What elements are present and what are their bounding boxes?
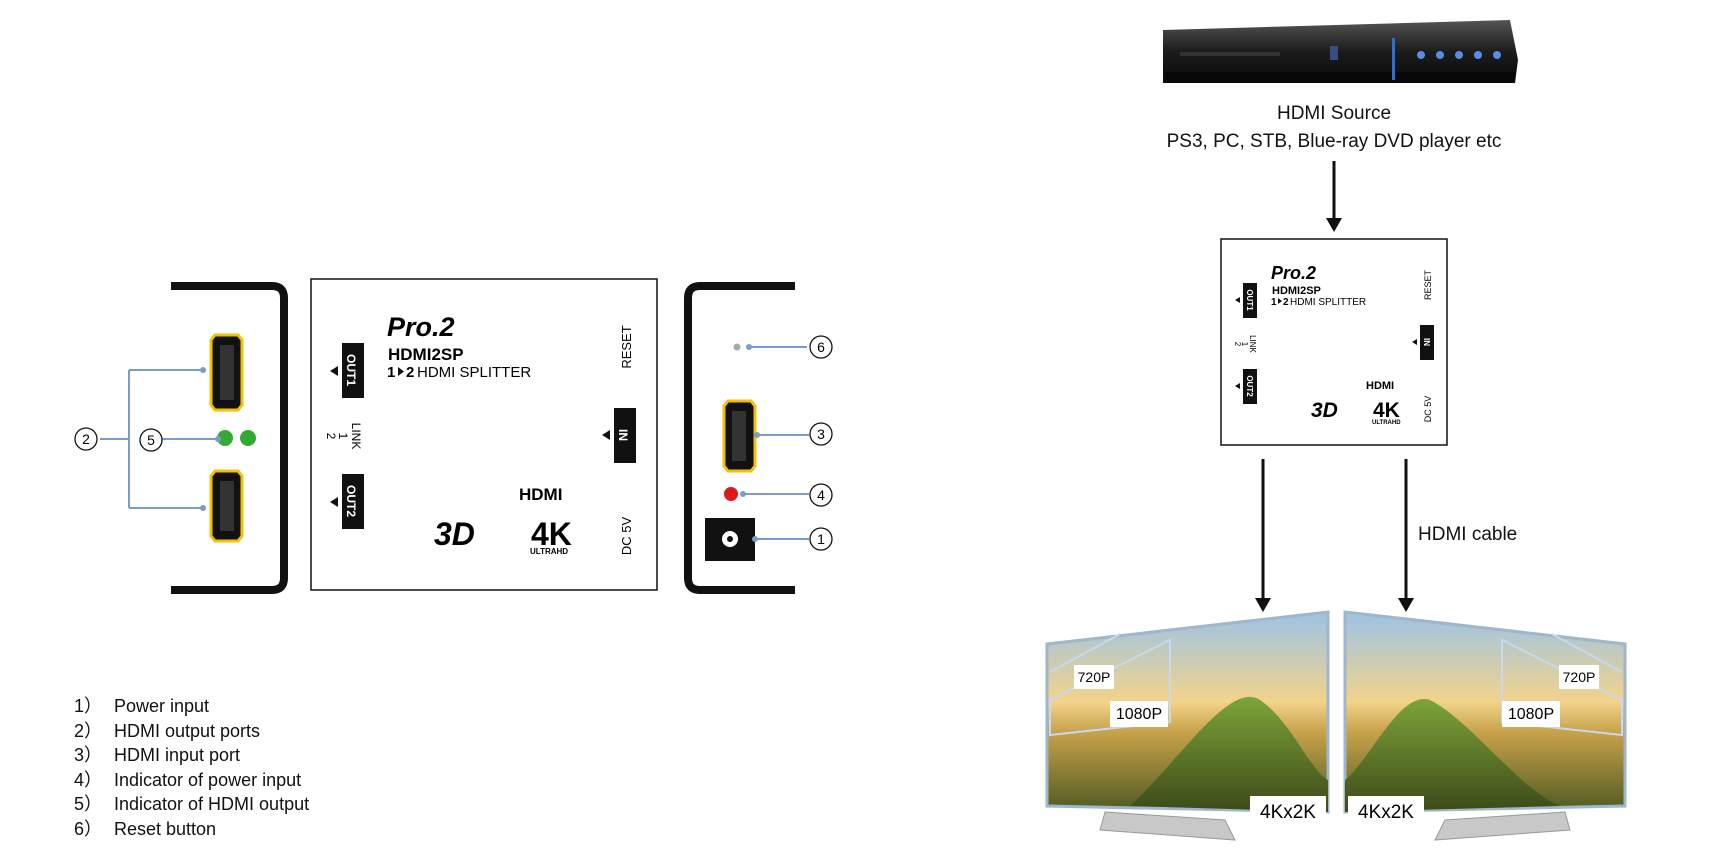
power-led <box>724 487 738 501</box>
callout-2: 2 <box>74 427 98 451</box>
svg-text:1: 1 <box>1240 342 1249 347</box>
source-examples: PS3, PC, STB, Blue-ray DVD player etc <box>1166 131 1502 152</box>
svg-text:HDMI: HDMI <box>1366 380 1394 392</box>
link-led-2 <box>240 430 256 446</box>
callout-4: 4 <box>809 483 833 507</box>
rear-side-panel: 6 3 4 1 <box>684 282 833 594</box>
logo-4k: 4K <box>531 516 572 552</box>
legend-item: 2）HDMI output ports <box>74 720 261 741</box>
dc-power-jack <box>705 518 755 561</box>
svg-text:RESET: RESET <box>1423 269 1433 300</box>
svg-text:2: 2 <box>1233 342 1242 347</box>
model-name: HDMI2SP <box>388 345 464 364</box>
svg-text:2: 2 <box>324 433 338 440</box>
tv-left: 720P 1080P 4Kx2K <box>1045 610 1330 841</box>
legend-list: 1）Power input 2）HDMI output ports 3）HDMI… <box>74 694 309 841</box>
legend-item: 4）Indicator of power input <box>74 769 302 790</box>
callout-3: 3 <box>809 422 833 446</box>
svg-text:HDMI SPLITTER: HDMI SPLITTER <box>417 364 531 381</box>
splitter-small-view: Pro.2 HDMI2SP 1 2 HDMI SPLITTER OUT1 OUT… <box>1220 238 1448 446</box>
svg-text:2: 2 <box>1283 297 1289 308</box>
brand-logo: Pro.2 <box>387 312 455 342</box>
svg-text:3D: 3D <box>1311 399 1338 422</box>
callout-5: 5 <box>139 428 163 452</box>
tv-right-4k: 4Kx2K <box>1358 802 1414 823</box>
logo-ultrahd: ULTRAHD <box>530 547 568 556</box>
reset-label: RESET <box>619 325 634 368</box>
svg-text:HDMI SPLITTER: HDMI SPLITTER <box>1290 297 1366 308</box>
hdmi-output-port-2 <box>209 469 244 543</box>
out2-label: OUT2 <box>330 474 364 529</box>
svg-text:OUT1: OUT1 <box>1245 289 1254 311</box>
callout-lines-right <box>743 346 809 540</box>
svg-text:1: 1 <box>1271 297 1277 308</box>
svg-text:ULTRAHD: ULTRAHD <box>1372 420 1401 426</box>
legend-item: 1）Power input <box>74 696 210 716</box>
device-subtitle: 1 2 HDMI SPLITTER <box>387 364 531 381</box>
reset-button <box>733 343 741 351</box>
svg-text:6: 6 <box>817 339 825 355</box>
svg-text:OUT2: OUT2 <box>1245 375 1254 397</box>
svg-text:HDMI2SP: HDMI2SP <box>1272 285 1321 297</box>
legend-item: 6）Reset button <box>74 818 217 839</box>
cable-label: HDMI cable <box>1418 524 1518 545</box>
in-label: IN <box>602 408 636 463</box>
svg-text:3: 3 <box>817 426 825 442</box>
logo-3d: 3D <box>434 516 475 552</box>
out1-label: OUT1 <box>330 343 364 398</box>
svg-text:LINK: LINK <box>1248 335 1257 353</box>
tv-right-720p: 720P <box>1563 669 1596 685</box>
svg-text:OUT2: OUT2 <box>344 485 358 517</box>
svg-text:OUT1: OUT1 <box>344 354 358 386</box>
svg-text:IN: IN <box>1422 338 1431 346</box>
legend-item: 5）Indicator of HDMI output <box>74 794 310 814</box>
dc-label: DC 5V <box>619 517 634 556</box>
svg-text:4: 4 <box>817 487 825 503</box>
left-side-panel: 2 5 <box>74 282 288 594</box>
callout-6: 6 <box>809 335 833 359</box>
bluray-player-image <box>1163 20 1518 83</box>
svg-text:IN: IN <box>616 429 630 441</box>
signal-arrows <box>1255 161 1414 612</box>
link-label: LINK 1 2 <box>324 423 363 450</box>
callout-1: 1 <box>809 527 833 551</box>
svg-text:1: 1 <box>387 364 395 381</box>
svg-text:LINK: LINK <box>349 423 363 450</box>
tv-left-720p: 720P <box>1078 669 1111 685</box>
tv-left-1080p: 1080P <box>1116 706 1162 723</box>
hdmi-output-port-1 <box>209 333 244 412</box>
svg-text:2: 2 <box>406 364 414 381</box>
source-title: HDMI Source <box>1276 103 1392 124</box>
svg-text:Pro.2: Pro.2 <box>1271 263 1316 283</box>
legend-item: 3）HDMI input port <box>74 745 241 765</box>
svg-text:DC 5V: DC 5V <box>1423 396 1433 423</box>
tv-left-4k: 4Kx2K <box>1260 802 1316 823</box>
tv-right-1080p: 1080P <box>1508 706 1554 723</box>
callout-lines-left <box>100 369 218 509</box>
device-top-view: Pro.2 HDMI2SP 1 2 HDMI SPLITTER OUT1 OUT… <box>310 278 658 591</box>
svg-text:1: 1 <box>817 531 825 547</box>
hdmi-logo: HDMI <box>519 485 562 504</box>
svg-text:5: 5 <box>147 432 155 448</box>
svg-text:2: 2 <box>82 431 90 447</box>
hdmi-input-port <box>722 399 757 473</box>
tv-right: 720P 1080P 4Kx2K <box>1343 610 1627 841</box>
svg-text:1: 1 <box>336 433 350 440</box>
link-led-1 <box>217 430 233 446</box>
source-caption: HDMI Source PS3, PC, STB, Blue-ray DVD p… <box>1124 100 1544 156</box>
svg-text:4K: 4K <box>1373 399 1400 422</box>
